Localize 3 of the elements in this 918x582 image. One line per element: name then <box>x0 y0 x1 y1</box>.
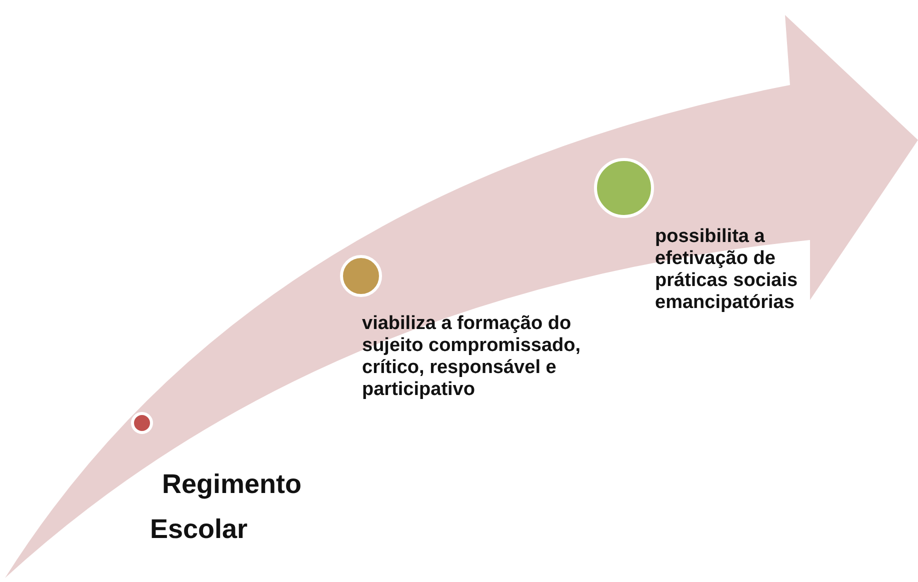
heading-text: Regimento Escolar <box>150 468 303 546</box>
description-text: possibilita a efetivação de práticas sociais emancipatórias <box>655 226 799 314</box>
description-text: viabiliza a formação do sujeito compromissado, crítico, responsável e participativo <box>362 313 582 401</box>
